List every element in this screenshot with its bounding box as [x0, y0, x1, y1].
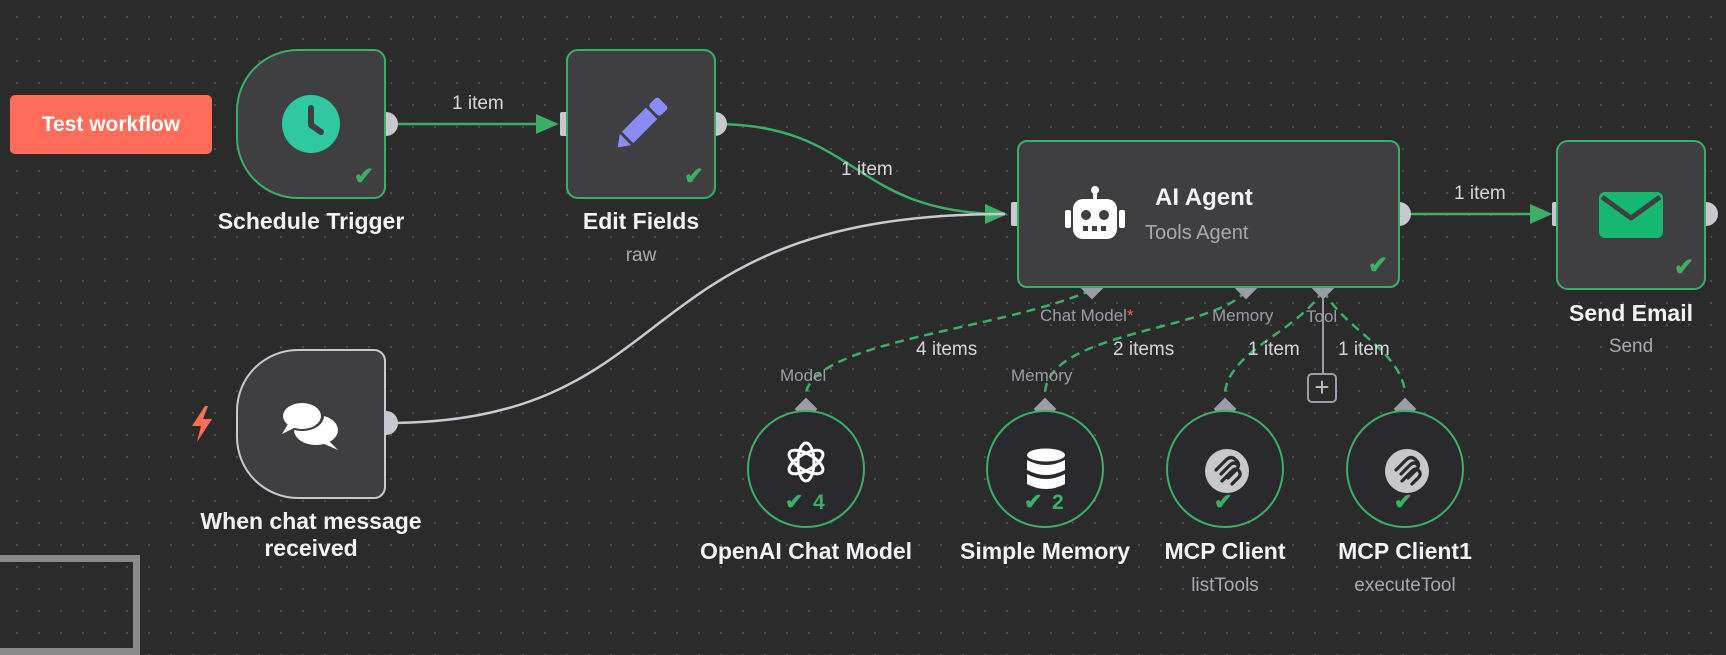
edge-chat-agent[interactable] [385, 212, 1006, 425]
edge-mcp1-agent[interactable] [1321, 289, 1407, 393]
mcp-icon [1205, 449, 1249, 493]
simple-memory-title: Simple Memory [960, 538, 1130, 564]
memory-port-label: Memory [1212, 306, 1274, 325]
edge-model-agent[interactable] [804, 288, 1093, 393]
chat-trigger-title: When chat message received [200, 508, 421, 562]
edge-edit-agent[interactable] [714, 122, 1008, 224]
tool-port-label: Tool [1306, 307, 1338, 326]
edge-label-model: 4 items [916, 339, 978, 360]
clock-icon [282, 95, 340, 153]
chat-trigger-node[interactable] [236, 349, 386, 499]
schedule-trigger-title: Schedule Trigger [217, 208, 405, 234]
success-check-icon: ✔ [683, 163, 704, 190]
ai-agent-subtitle: Tools Agent [1145, 222, 1249, 244]
edit-fields-title: Edit Fields [582, 208, 700, 234]
openai-chat-model-node[interactable]: ✔ 4 [747, 410, 865, 528]
add-tool-button[interactable]: + [1307, 373, 1337, 403]
run-count: 2 [1052, 491, 1064, 514]
edit-fields-node[interactable]: ✔ [566, 49, 716, 199]
mcp-client-subtitle: listTools [1191, 575, 1259, 596]
success-check-icon: ✔ [785, 489, 804, 514]
test-workflow-button[interactable]: Test workflow [10, 95, 212, 154]
pencil-icon [617, 97, 668, 148]
edge-label-trigger-edit: 1 item [452, 93, 504, 114]
edge-label-agent-email: 1 item [1454, 183, 1506, 204]
mcp-client-title: MCP Client [1164, 538, 1286, 564]
edge-memory-agent[interactable] [1043, 289, 1248, 393]
simple-memory-node[interactable]: ✔ 2 [986, 410, 1104, 528]
ai-agent-title: AI Agent [1155, 184, 1253, 211]
mcp-client1-node[interactable]: ✔ [1346, 410, 1464, 528]
required-marker: * [1126, 306, 1134, 325]
success-check-icon: ✔ [1673, 254, 1694, 281]
chat-trigger-title-line1: When chat message [200, 508, 422, 534]
mcp-client-node[interactable]: ✔ [1166, 410, 1284, 528]
send-email-title: Send Email [1569, 300, 1693, 326]
sticky-note-frame[interactable] [0, 555, 140, 655]
run-count: 4 [813, 491, 825, 514]
send-email-node[interactable]: ✔ [1556, 140, 1706, 290]
openai-chat-model-title: OpenAI Chat Model [699, 538, 913, 564]
mcp-client1-title: MCP Client1 [1338, 538, 1472, 564]
model-input-label: Model [780, 366, 827, 385]
success-check-icon: ✔ [1394, 489, 1413, 514]
success-check-icon: ✔ [1367, 252, 1388, 279]
success-check-icon: ✔ [1214, 489, 1233, 514]
edge-label-memory: 2 items [1113, 339, 1175, 360]
success-check-icon: ✔ [1024, 489, 1043, 514]
database-icon [1027, 448, 1065, 489]
chat-model-port-label: Chat Model* [1040, 306, 1134, 326]
edge-label-mcp1: 1 item [1338, 339, 1390, 360]
success-check-icon: ✔ [353, 163, 374, 190]
mcp-client1-subtitle: executeTool [1354, 575, 1456, 596]
openai-icon [787, 441, 825, 483]
edge-label-mcp: 1 item [1248, 339, 1300, 360]
edge-mcp-agent[interactable] [1223, 289, 1325, 393]
send-email-subtitle: Send [1608, 336, 1654, 357]
edit-fields-subtitle: raw [625, 245, 657, 266]
envelope-icon [1599, 192, 1663, 238]
memory-input-label: Memory [1011, 366, 1073, 385]
edge-label-edit-agent: 1 item [841, 159, 893, 180]
robot-icon [1065, 186, 1125, 239]
chat-model-port-text: Chat Model [1040, 306, 1127, 325]
lightning-bolt-icon [192, 406, 212, 442]
chat-trigger-title-line2: received [264, 535, 358, 561]
schedule-trigger-node[interactable]: ✔ [236, 49, 386, 199]
ai-agent-node[interactable]: AI Agent Tools Agent ✔ [1017, 140, 1400, 288]
chat-bubbles-icon [280, 401, 338, 450]
mcp-icon [1385, 449, 1429, 493]
